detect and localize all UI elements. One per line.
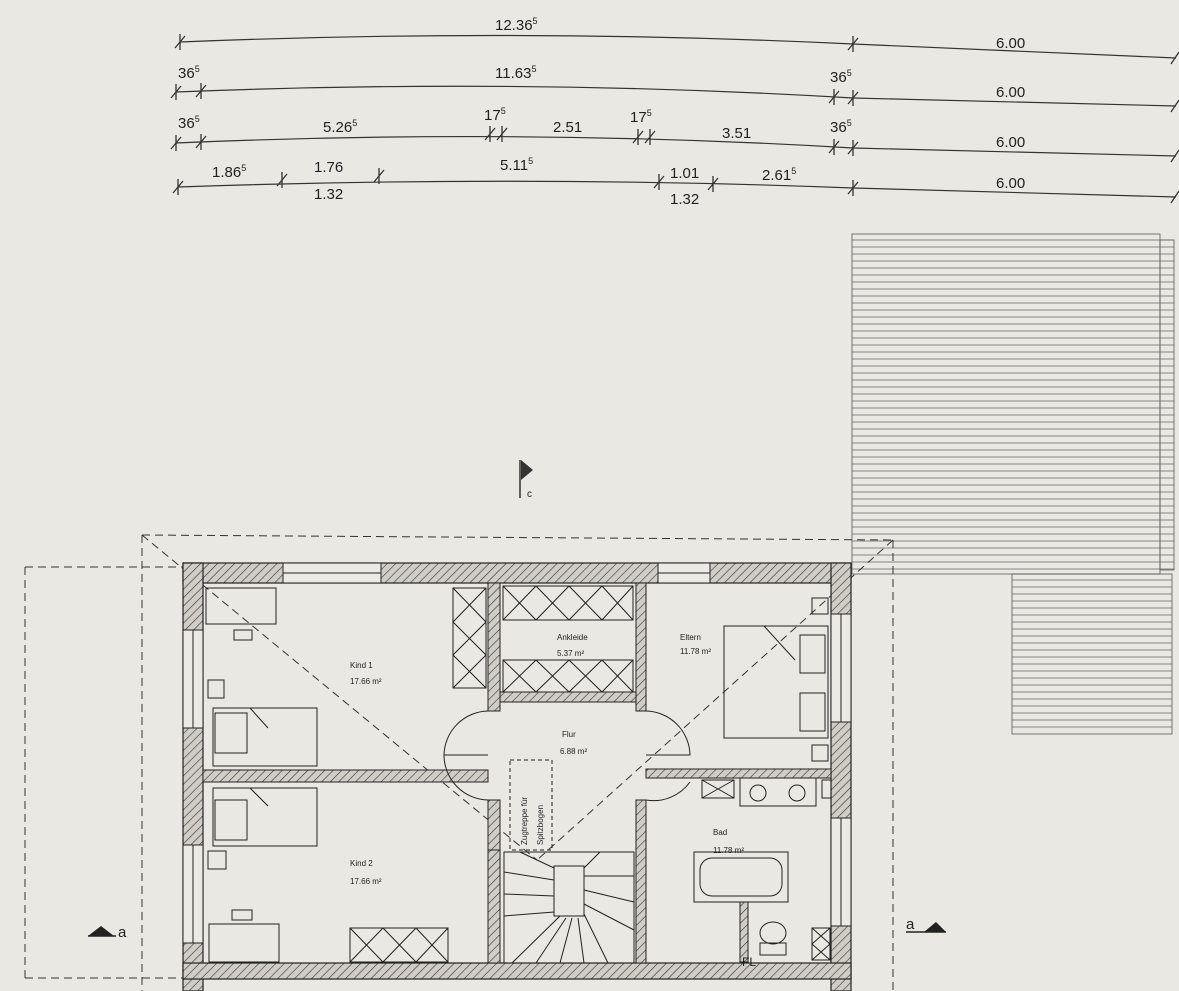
room-kind1-name: Kind 1 bbox=[350, 661, 373, 670]
dim-6-00-a: 6.00 bbox=[996, 35, 1025, 52]
section-label-left: a bbox=[118, 924, 127, 941]
dim-17-b: 175 bbox=[630, 108, 652, 126]
dimension-line-2 bbox=[175, 85, 1177, 107]
roof-outline bbox=[24, 534, 894, 991]
dim-2-61: 2.615 bbox=[762, 166, 796, 184]
dimension-row-1: 12.365 6.00 bbox=[495, 16, 1025, 52]
view-marker: c bbox=[519, 460, 533, 500]
dim-1-76: 1.76 bbox=[314, 159, 343, 176]
dim-5-11: 5.115 bbox=[500, 156, 533, 174]
dim-36-d: 365 bbox=[830, 118, 852, 136]
interior-walls bbox=[202, 582, 832, 964]
section-marker-right: a bbox=[906, 916, 946, 933]
dim-12-36: 12.365 bbox=[495, 16, 538, 34]
room-kind2-name: Kind 2 bbox=[350, 859, 373, 868]
dim-17-a: 175 bbox=[484, 106, 506, 124]
dim-6-00-d: 6.00 bbox=[996, 175, 1025, 192]
room-labels: Kind 1 17.66 m² Kind 2 17.66 m² Ankleide… bbox=[350, 633, 756, 969]
room-eltern-name: Eltern bbox=[680, 633, 701, 642]
dimension-ticks bbox=[170, 34, 1179, 204]
doors bbox=[443, 710, 691, 802]
section-label-right: a bbox=[906, 916, 915, 933]
room-kind1-area: 17.66 m² bbox=[350, 677, 382, 686]
adjacent-structure bbox=[851, 233, 1175, 575]
staircase bbox=[503, 759, 635, 964]
dim-1-01: 1.01 bbox=[670, 165, 699, 182]
adjacent-lower-block bbox=[1011, 573, 1173, 735]
room-flur-area: 6.88 m² bbox=[560, 747, 587, 756]
windows bbox=[182, 562, 852, 944]
stair-note-line-2: Spitzbogen bbox=[536, 805, 545, 845]
dim-1-86: 1.865 bbox=[212, 163, 246, 181]
dim-1-32-a: 1.32 bbox=[314, 186, 343, 203]
room-flur-name: Flur bbox=[562, 730, 576, 739]
dim-36-b: 365 bbox=[830, 68, 852, 86]
room-bad-name: Bad bbox=[713, 828, 727, 837]
dim-3-51: 3.51 bbox=[722, 125, 751, 142]
view-marker-label: c bbox=[527, 489, 532, 500]
dimension-line-3 bbox=[175, 135, 1177, 157]
adjacent-structure-lines bbox=[852, 239, 1174, 570]
dimension-row-3: 365 5.265 175 2.51 175 3.51 365 6.00 bbox=[178, 106, 1025, 151]
dim-5-26: 5.265 bbox=[323, 118, 357, 136]
room-ankleide-area: 5.37 m² bbox=[557, 649, 584, 658]
dimension-row-4: 1.865 1.76 1.32 5.115 1.01 1.32 2.615 6.… bbox=[212, 156, 1025, 208]
dim-6-00-c: 6.00 bbox=[996, 134, 1025, 151]
furniture bbox=[205, 585, 832, 963]
room-ankleide-name: Ankleide bbox=[557, 633, 588, 642]
dimension-line-1 bbox=[179, 34, 1177, 59]
bath-fixture-label: FL bbox=[742, 955, 756, 969]
dimension-row-2: 365 11.635 365 6.00 bbox=[178, 64, 1025, 101]
dim-1-32-b: 1.32 bbox=[670, 191, 699, 208]
room-eltern-area: 11.78 m² bbox=[680, 647, 711, 656]
adjacent-lower-lines bbox=[1012, 579, 1172, 728]
room-kind2-area: 17.66 m² bbox=[350, 877, 382, 886]
section-marker-left: a bbox=[88, 924, 127, 941]
dim-36-c: 365 bbox=[178, 114, 200, 132]
dim-11-63: 11.635 bbox=[495, 64, 536, 82]
dim-2-51: 2.51 bbox=[553, 119, 582, 136]
stair-note-line-1: Zugtreppe für bbox=[520, 797, 529, 845]
dim-6-00-b: 6.00 bbox=[996, 84, 1025, 101]
dim-36-a: 365 bbox=[178, 64, 200, 82]
room-bad-area: 11.78 m² bbox=[713, 846, 744, 855]
